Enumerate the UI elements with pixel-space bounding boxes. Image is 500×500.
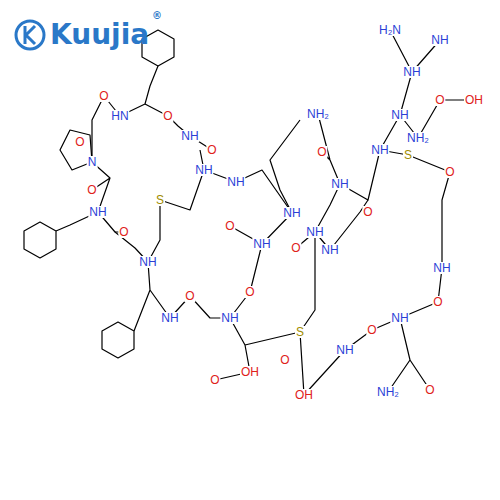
atom-label: NH	[226, 176, 245, 188]
atom-label: NH	[305, 226, 324, 238]
atom-label: O	[244, 286, 255, 298]
atom-label: NH	[160, 312, 179, 324]
atom-label: NH	[220, 312, 239, 324]
atom-label: NH	[402, 66, 421, 78]
atom-label: O	[98, 90, 109, 102]
atom-label: O	[424, 384, 435, 396]
atom-label: H₂N	[378, 24, 402, 36]
atom-label: NH	[282, 207, 301, 219]
atom-label: NH	[180, 130, 199, 142]
atom-label: OH	[464, 94, 484, 106]
atom-label: O	[74, 136, 85, 148]
watermark-logo: Kuujia	[50, 18, 149, 51]
atom-label: O	[206, 144, 217, 156]
atom-label: O	[162, 110, 173, 122]
atom-label: NH	[432, 262, 451, 274]
atom-label: O	[290, 242, 301, 254]
atom-label: S	[295, 326, 305, 338]
atom-label: O	[434, 94, 445, 106]
atom-label: NH	[370, 144, 389, 156]
atom-label: NH	[88, 206, 107, 218]
atom-label: NH₂	[406, 132, 430, 144]
atom-label: O	[224, 220, 235, 232]
atom-label: NH	[335, 344, 354, 356]
atom-label: O	[366, 324, 377, 336]
atom-label: OH	[294, 389, 314, 401]
atom-label: S	[155, 194, 165, 206]
atom-label: NH	[138, 256, 157, 268]
atom-label: S	[403, 149, 413, 161]
atom-label: O	[118, 226, 129, 238]
atom-label: O	[279, 354, 290, 366]
atom-label: O	[316, 146, 327, 158]
atom-label: OH	[240, 366, 260, 378]
atom-label: HN	[110, 110, 129, 122]
atom-label: NH₂	[376, 386, 400, 398]
atom-label: NH	[330, 178, 349, 190]
atom-label: O	[209, 374, 220, 386]
atom-label: NH₂	[306, 108, 330, 120]
atom-label: NH	[390, 312, 409, 324]
atom-label: O	[432, 296, 443, 308]
atom-label: O	[86, 184, 97, 196]
atom-label: NH	[252, 238, 271, 250]
atom-label: NH	[390, 109, 409, 121]
atom-label: NH	[430, 34, 449, 46]
atom-label: O	[184, 290, 195, 302]
atom-label: N	[87, 156, 98, 168]
bonds	[24, 30, 474, 395]
atom-label: NH	[320, 244, 339, 256]
registered-mark: ®	[152, 10, 162, 21]
logo-icon	[16, 21, 44, 49]
atom-label: NH	[194, 164, 213, 176]
atom-label: O	[362, 206, 373, 218]
atom-label: O	[444, 166, 455, 178]
